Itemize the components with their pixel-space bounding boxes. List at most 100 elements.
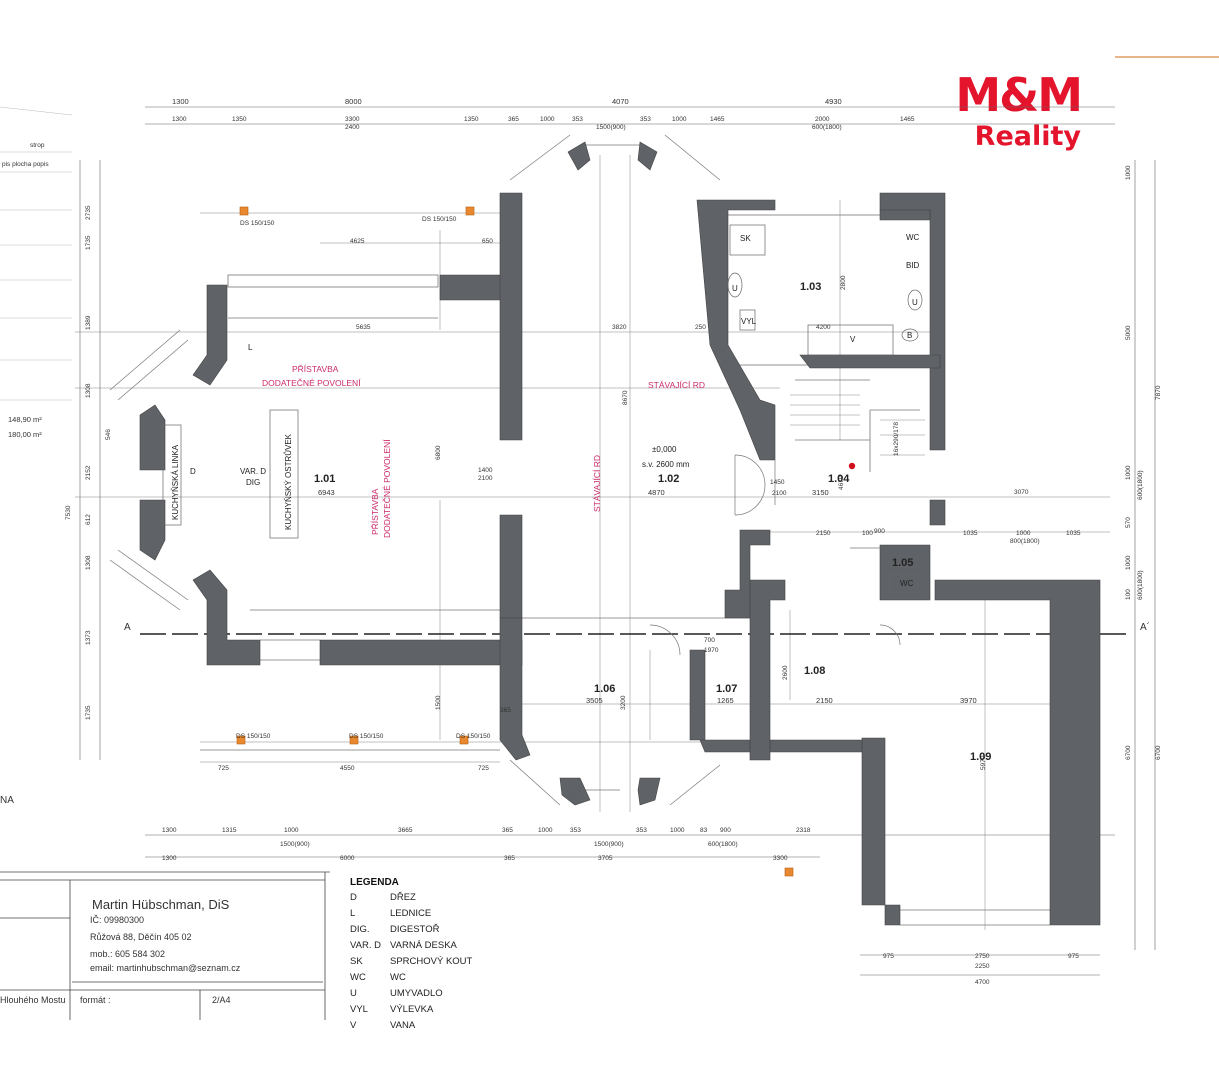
room-dim-106: 3505	[586, 696, 603, 705]
dim-int-20: 975	[883, 953, 894, 960]
pristavba-vertical: PŘÍSTAVBA	[370, 488, 380, 535]
stavajici-rd-top: STÁVAJÍCÍ RD	[648, 380, 705, 390]
dim-right-9: 6700	[1125, 745, 1132, 760]
dim-top2-3: 2400	[345, 124, 360, 131]
dim-left-4: 546	[105, 429, 112, 440]
title-block	[0, 871, 330, 1020]
dim-right-1: 5000	[1125, 325, 1132, 340]
dim-int-1: 650	[482, 238, 493, 245]
sheet-na: NA	[0, 795, 14, 806]
doors	[649, 454, 901, 656]
dim-left-0: 2735	[85, 205, 92, 220]
dim-top1-0: 1300	[172, 97, 189, 106]
fixture-v: V	[850, 335, 856, 344]
angled-windows	[109, 134, 776, 806]
dim-bot1-13: 600(1800)	[708, 841, 738, 848]
brand-reality: Reality	[974, 121, 1081, 152]
author-address: Růžová 88, Děčín 405 02	[90, 932, 192, 942]
room-1-06: 1.06	[594, 683, 615, 695]
dim-right-3: 1000	[1125, 465, 1132, 480]
dim-top2-5: 365	[508, 116, 519, 123]
dim-int-13: 1035	[963, 530, 978, 537]
dim-int-17: 4550	[340, 765, 355, 772]
dim-bot2-4: 3300	[773, 855, 788, 862]
fixture-sk: SK	[740, 234, 751, 243]
red-point-marker	[848, 462, 856, 470]
dim-right-0: 1000	[1125, 165, 1132, 180]
dim-int-33: 700	[704, 637, 715, 644]
section-a-right: A´	[1140, 621, 1150, 633]
sheet-label: 2/A4	[212, 995, 231, 1005]
room-dim-101: 6943	[318, 488, 335, 497]
legend-code-2: DIG.	[350, 924, 370, 935]
fixture-wc-105: WC	[900, 579, 914, 588]
sheet-area-1: 148,90 m²	[8, 415, 42, 424]
dim-right-7: 600(1800)	[1137, 570, 1144, 600]
legend-text-1: LEDNICE	[390, 908, 431, 919]
dim-bot2-3: 3705	[598, 855, 613, 862]
room-1-03: 1.03	[800, 281, 821, 293]
dim-int-6: 1450	[770, 479, 785, 486]
dim-int-8: 1400	[478, 467, 493, 474]
dim-top1-3: 4930	[825, 97, 842, 106]
sv-label: s.v. 2600 mm	[642, 460, 690, 469]
room-1-05: 1.05	[892, 557, 913, 569]
left-sheet-fragment	[0, 106, 73, 401]
legend-code-6: U	[350, 988, 357, 999]
dim-bot2-1: 6000	[340, 855, 355, 862]
dim-int-25: 5970	[980, 755, 987, 770]
room-dim-102: 4870	[648, 488, 665, 497]
dim-top2-1: 1350	[232, 116, 247, 123]
dim-left-9: 1373	[85, 630, 92, 645]
dim-bot1-3: 1500(900)	[280, 841, 310, 848]
dim-int-4: 250	[695, 324, 706, 331]
fixture-d: D	[190, 467, 196, 476]
ds-label-1: DS 150/150	[240, 220, 275, 227]
thin-walls	[200, 144, 1050, 926]
legend-code-4: SK	[350, 956, 363, 967]
dim-bot2-0: 1300	[162, 855, 177, 862]
dim-top2-11: 1465	[710, 116, 725, 123]
top-accent-line	[1115, 56, 1219, 58]
ds-label-5: DS 150/150	[456, 733, 491, 740]
kuchynsky-ostruvek-label: KUCHYŇSKÝ OSTRŮVEK	[284, 433, 293, 530]
dim-int-34: 1970	[704, 647, 719, 654]
dim-int-22: 2250	[975, 963, 990, 970]
dim-top1-2: 4070	[612, 97, 629, 106]
dim-int-27: 3200	[620, 695, 627, 710]
dim-right-10: 6700	[1155, 745, 1162, 760]
street-label: Hlouhého Mostu	[0, 995, 66, 1005]
dim-int-3: 3820	[612, 324, 627, 331]
walls	[139, 141, 1101, 926]
brand-mm: M&M	[955, 68, 1083, 122]
legend-code-8: V	[350, 1020, 357, 1031]
dim-int-35: 900	[874, 528, 885, 535]
fixtures-outline	[162, 224, 923, 594]
sheet-plocha: pis plocha popis	[2, 161, 49, 168]
legend-text-8: VANA	[390, 1020, 416, 1031]
legend-code-1: L	[350, 908, 355, 919]
dim-bot1-11: 83	[700, 827, 708, 834]
dim-int-24: 4700	[975, 979, 990, 986]
dim-left-8: 1308	[85, 555, 92, 570]
dim-right-2: 7870	[1155, 385, 1162, 400]
legend-text-3: VARNÁ DESKA	[390, 940, 458, 951]
room-1-04: 1.04	[828, 473, 850, 485]
fixture-vyl: VYL	[741, 317, 757, 326]
dim-top2-7: 353	[572, 116, 583, 123]
fixture-u-2: U	[912, 298, 918, 307]
room-dim-109: 3970	[960, 696, 977, 705]
dim-int-15: 800(1800)	[1010, 538, 1040, 545]
room-1-07: 1.07	[716, 683, 737, 695]
ds-label-3: DS 150/150	[236, 733, 271, 740]
ds-markers	[236, 206, 794, 877]
pristavba-top: PŘÍSTAVBA	[292, 364, 339, 374]
dim-bot1-2: 1000	[284, 827, 299, 834]
dim-right-6: 1000	[1125, 555, 1132, 570]
legend-text-0: DŘEZ	[390, 892, 416, 903]
dim-top2-9: 353	[640, 116, 651, 123]
dim-int-10: 3070	[1014, 489, 1029, 496]
